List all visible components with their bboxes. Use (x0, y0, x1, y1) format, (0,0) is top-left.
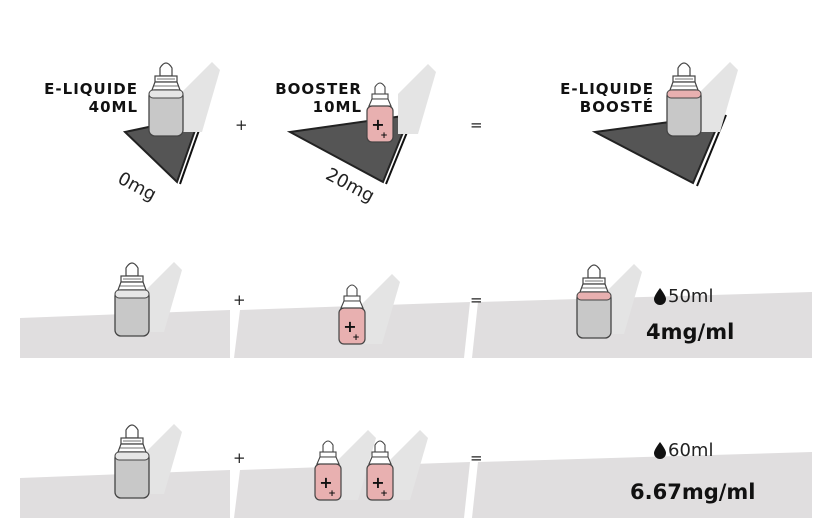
plus-sign: + (235, 116, 248, 134)
result-label-line2: BOOSTÉ (579, 98, 654, 116)
booster-label-line1: BOOSTER (275, 80, 362, 98)
row3-booster-bottle-1 (314, 440, 342, 501)
band-row2 (20, 262, 812, 358)
equals-sign: = (470, 116, 483, 134)
row2-result-bottle (577, 265, 611, 338)
equals-sign: = (470, 449, 483, 467)
booster-bottle (366, 82, 394, 143)
eliquide-label-line2: 40ML (88, 98, 138, 116)
eliquide-bottle (149, 63, 183, 136)
row2-eliquide-bottle (115, 263, 149, 336)
droplet-icon (654, 288, 666, 305)
platform-booster (286, 64, 436, 185)
eliquide-label-line1: E-LIQUIDE (44, 80, 138, 98)
volume-label: 50ml (668, 286, 714, 307)
band-row3 (20, 424, 812, 518)
row3-eliquide-bottle (115, 425, 149, 498)
plus-sign: + (233, 291, 246, 309)
volume-label: 60ml (668, 440, 714, 461)
concentration-label: 4mg/ml (646, 320, 735, 344)
row2-booster-bottle (338, 284, 366, 345)
booster-label: BOOSTER 10ML (254, 80, 362, 116)
concentration-label: 6.67mg/ml (630, 480, 756, 504)
booster-label-line2: 10ML (312, 98, 362, 116)
platform-eliquide (122, 62, 220, 185)
result-label-line1: E-LIQUIDE (560, 80, 654, 98)
result-bottle (667, 63, 701, 136)
equals-sign: = (470, 291, 483, 309)
result-label: E-LIQUIDE BOOSTÉ (540, 80, 654, 116)
platform-result (591, 62, 738, 187)
eliquide-label: E-LIQUIDE 40ML (22, 80, 138, 116)
plus-sign: + (233, 449, 246, 467)
droplet-icon (654, 442, 666, 459)
